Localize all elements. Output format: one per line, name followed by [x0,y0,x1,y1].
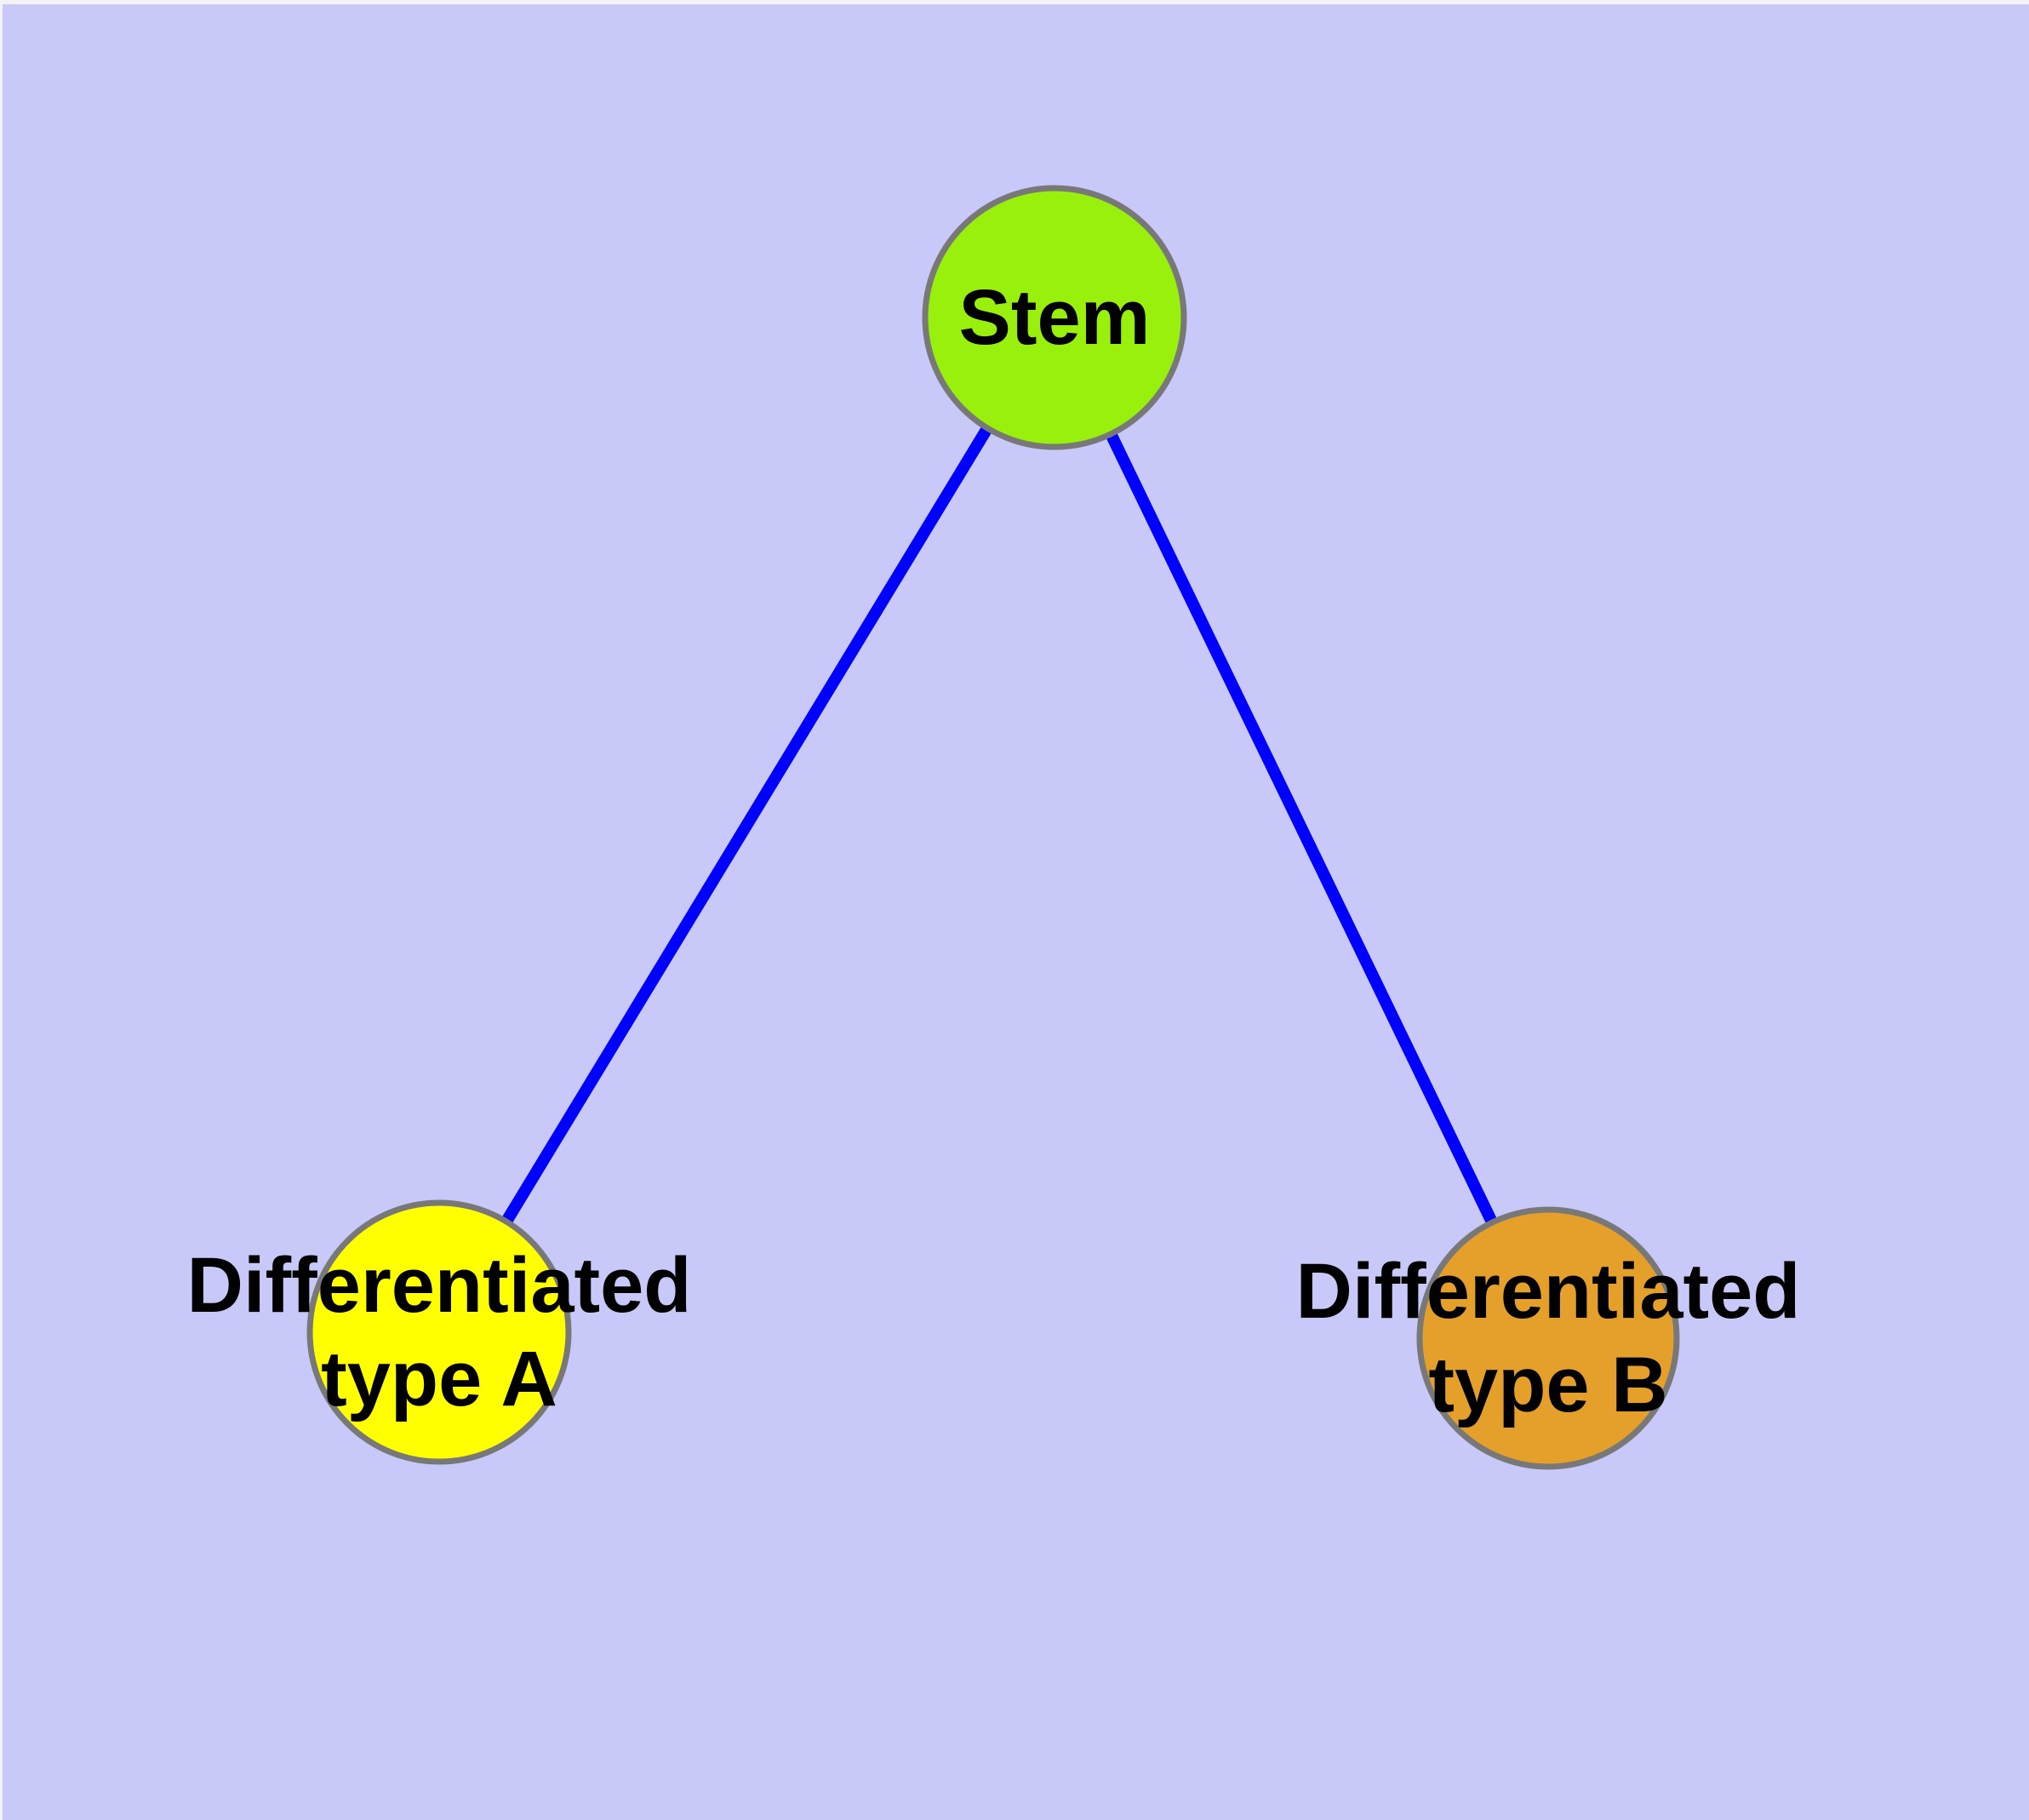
node-type-a-circle [306,1199,572,1465]
node-stem-label-line-1: Stem [959,274,1151,361]
node-type-a-label-line-2: type A [321,1336,557,1422]
edge-stem-to-type-a [434,314,1060,1336]
node-type-a-label-line-1: Differentiated [187,1242,692,1329]
node-type-b-label-line-2: type B [1428,1342,1667,1428]
node-type-b-circle [1416,1206,1680,1470]
edge-stem-to-type-b [1049,314,1554,1342]
node-stem-circle [922,185,1187,450]
node-stem-label: Stem [959,274,1151,361]
node-type-b-label-line-1: Differentiated [1296,1248,1801,1335]
